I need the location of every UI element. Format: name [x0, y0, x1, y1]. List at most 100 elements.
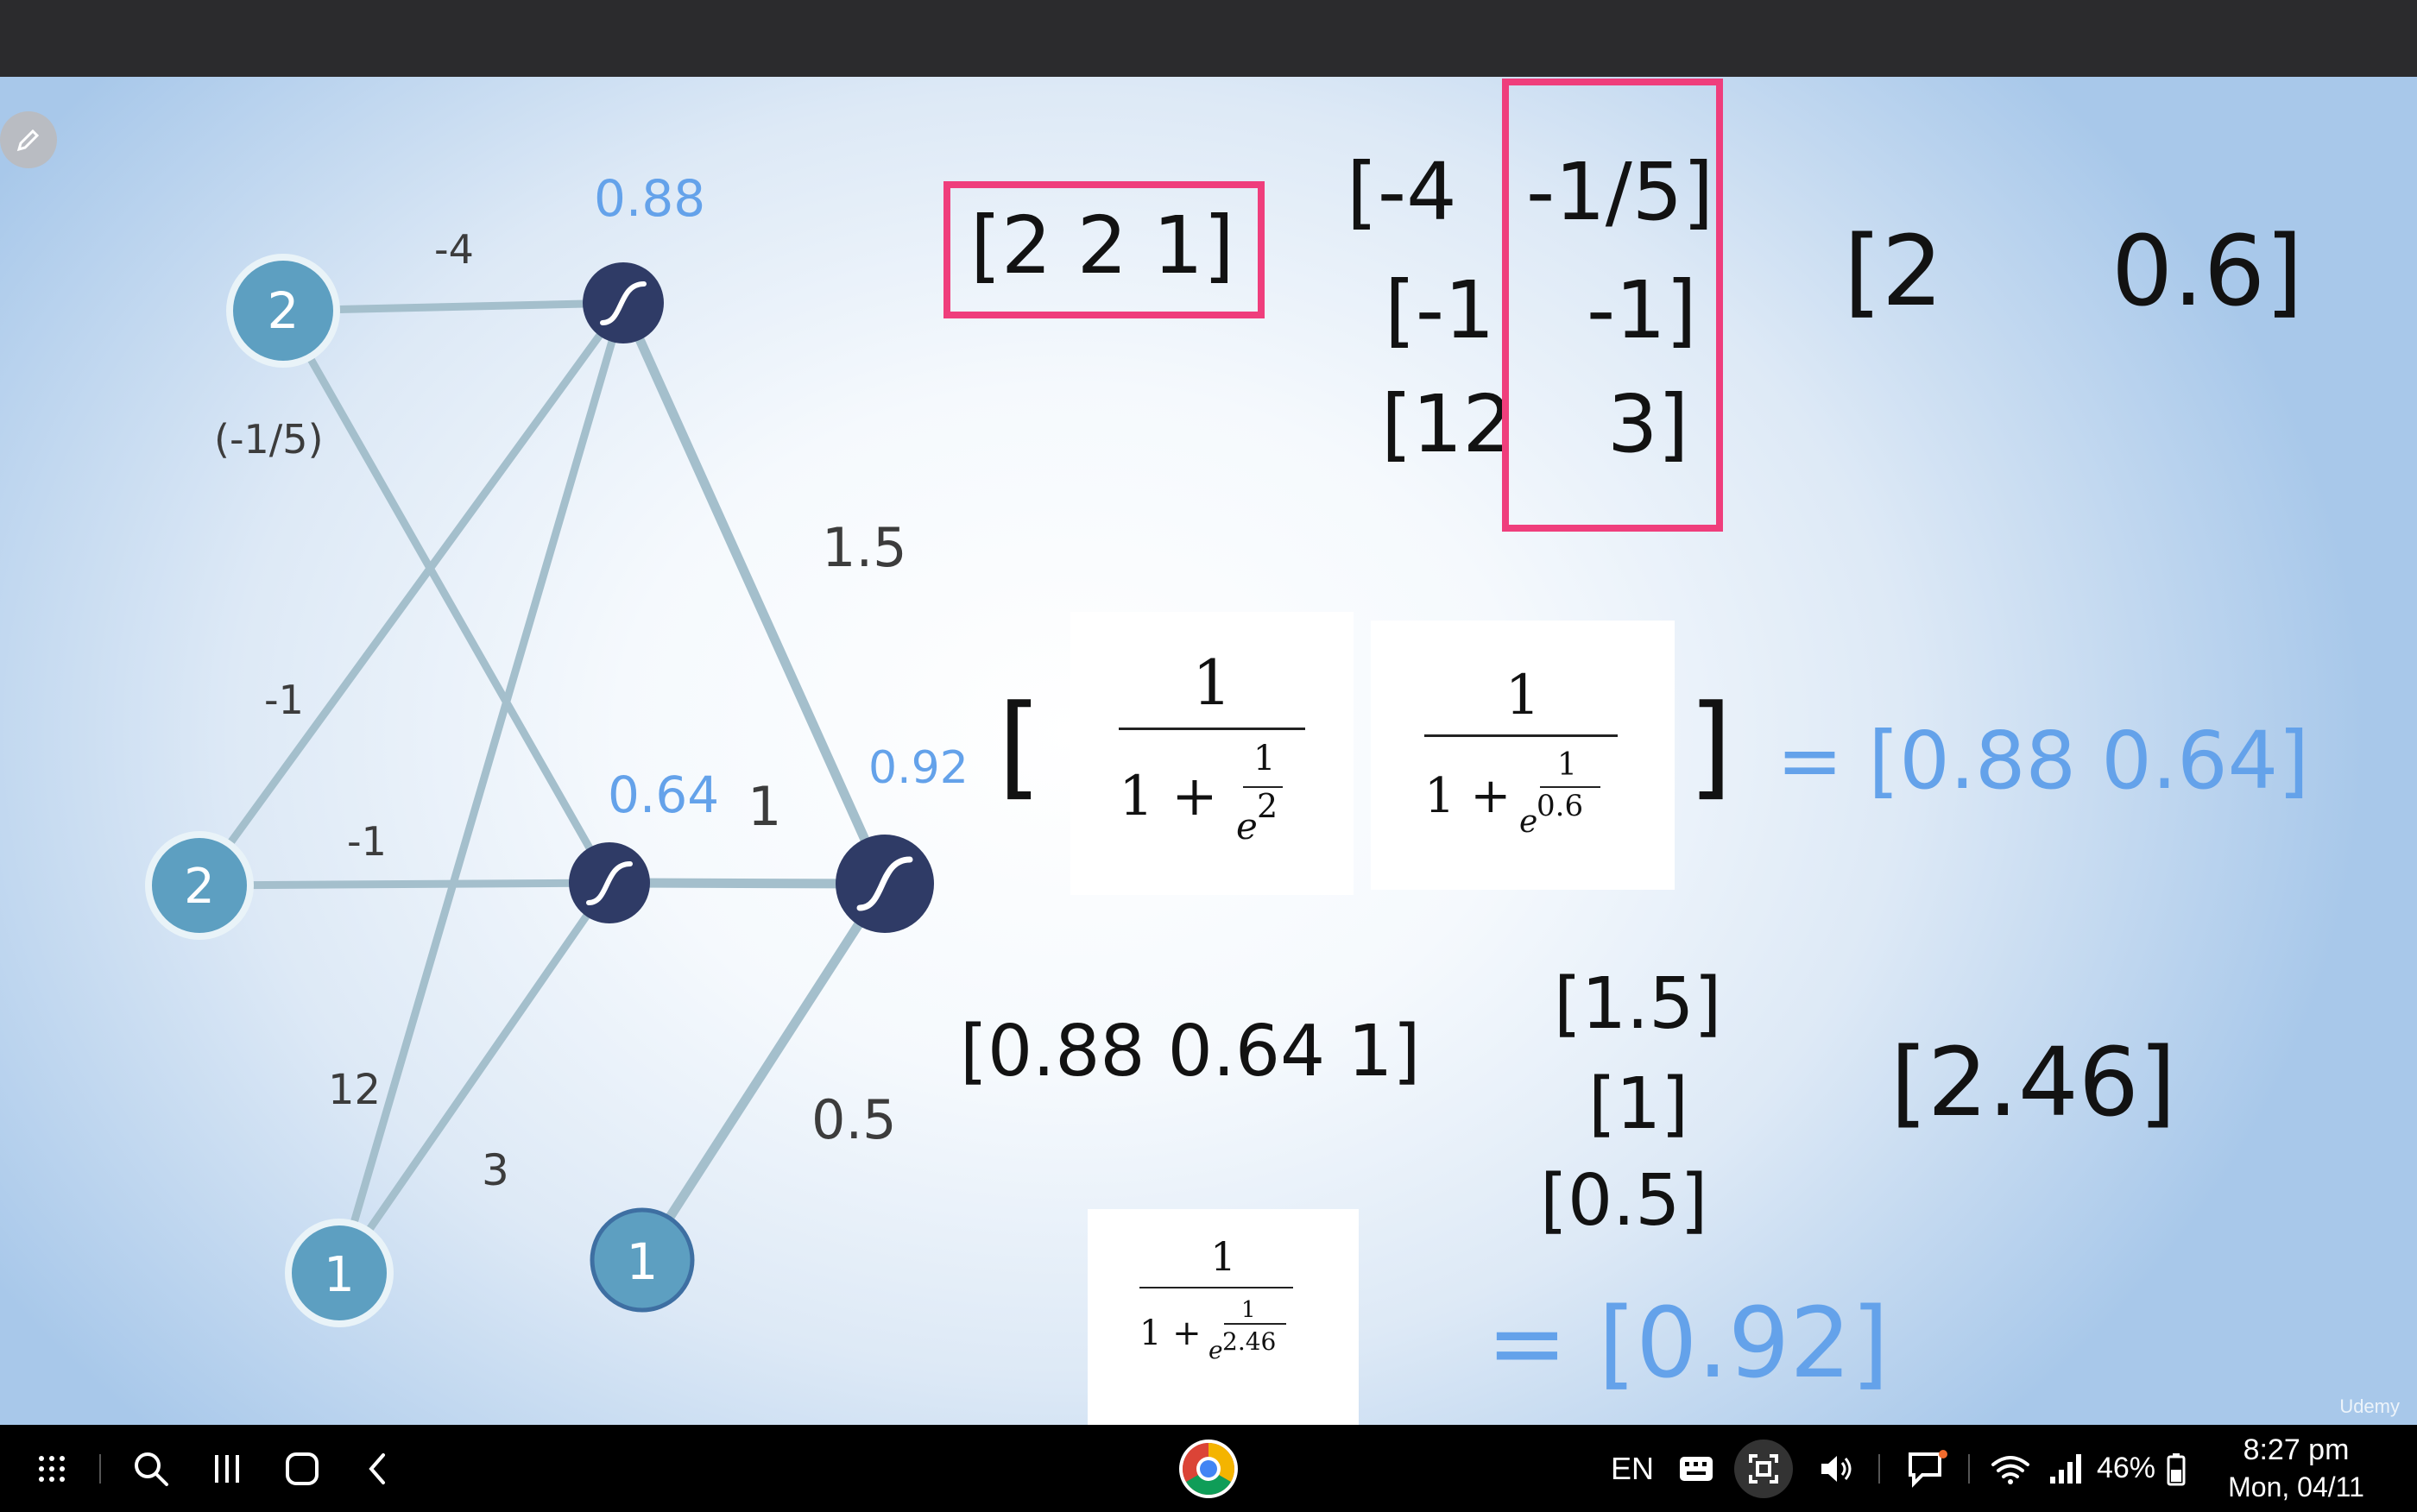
clock-time: 8:27 pm: [2243, 1433, 2350, 1466]
battery-status: [2163, 1425, 2189, 1512]
chat-bubble-icon: [1909, 1449, 1947, 1488]
divider: [1878, 1454, 1880, 1484]
output-node: [836, 835, 934, 933]
input-node-1-value: 2: [268, 281, 300, 340]
weight-label-w-f: 3: [482, 1145, 509, 1195]
weight-label-w-a: -4: [434, 226, 474, 273]
sigmoid-fraction-1: 1 1 + 1 e 2: [1070, 612, 1354, 895]
app-drawer-button[interactable]: [26, 1425, 78, 1512]
recent-apps-icon: [215, 1454, 239, 1483]
edge-h1-out: [618, 298, 890, 889]
messages-button[interactable]: [1901, 1425, 1953, 1512]
final-fraction-exponent: 2.46: [1222, 1327, 1277, 1356]
weight-matrix-row3-col1: [12: [1381, 378, 1513, 470]
output-weight-1: [1.5]: [1554, 963, 1722, 1045]
system-navigation-bar: EN: [0, 1425, 2417, 1512]
lecture-slide: 2 2 1 1 -4 (-1/5) -1 -1 12 3: [0, 77, 2417, 1425]
edit-pencil-button[interactable]: [0, 111, 57, 168]
edge-in2-h1: [195, 299, 628, 890]
sigmoid-close-bracket: ]: [1688, 680, 1732, 811]
fraction-1-bar: [1119, 728, 1305, 730]
home-button[interactable]: [276, 1425, 328, 1512]
edge-in2-h2: [195, 879, 614, 890]
clock-date: Mon, 04/11: [2228, 1471, 2364, 1503]
final-fraction-inner-num: 1: [1241, 1297, 1256, 1323]
input-node-bias: 1: [285, 1219, 394, 1327]
wifi-icon: [1991, 1455, 2029, 1484]
hidden-node-1: [583, 262, 664, 343]
cellular-signal-icon: [2050, 1453, 2081, 1484]
sigmoid-fraction-2: 1 1 + 1 e 0.6: [1371, 621, 1675, 890]
fraction-1-inner-num: 1: [1253, 739, 1276, 778]
volume-button[interactable]: [1811, 1425, 1863, 1512]
fraction-1-inner-den: e: [1236, 805, 1258, 847]
wifi-status: [1985, 1425, 2035, 1512]
weight-label-w-e: 12: [328, 1066, 382, 1114]
fraction-2-exponent: 0.6: [1537, 789, 1584, 823]
signal-status: [2046, 1425, 2086, 1512]
keyboard-button[interactable]: [1675, 1425, 1718, 1512]
weight-column-highlight: [1502, 79, 1723, 532]
weight-label-out-bias: 0.5: [811, 1088, 897, 1151]
weight-label-w-b: (-1/5): [214, 416, 324, 463]
back-button[interactable]: [352, 1425, 404, 1512]
edge-bias-out: [637, 879, 890, 1265]
final-fraction-den-prefix: 1 +: [1139, 1314, 1202, 1353]
chrome-app-button[interactable]: [1177, 1425, 1240, 1512]
edge-in3-h1: [335, 299, 628, 1277]
output-weight-3: [0.5]: [1540, 1160, 1708, 1242]
search-button[interactable]: [125, 1425, 177, 1512]
divider: [99, 1454, 101, 1484]
fraction-2-inner-num: 1: [1557, 747, 1577, 783]
recent-apps-button[interactable]: [201, 1425, 253, 1512]
final-fraction-inner-bar: [1224, 1323, 1286, 1325]
weight-label-w-d: -1: [347, 818, 387, 865]
weight-matrix-row1-col2: -1/5]: [1526, 146, 1714, 238]
language-indicator[interactable]: EN: [1610, 1450, 1654, 1486]
final-sigmoid-fraction: 1 1 + 1 e 2.46: [1088, 1209, 1359, 1425]
weight-label-out-mid: 1: [748, 775, 782, 838]
hidden-bias-node-value: 1: [627, 1232, 659, 1291]
sigmoid-result: = [0.88 0.64]: [1776, 715, 2310, 807]
hidden-result-right: 0.6]: [2111, 216, 2303, 328]
weight-matrix-row2-col2: -1]: [1587, 264, 1697, 356]
input-vector-highlight: [943, 181, 1265, 318]
fraction-1-inner-bar: [1243, 786, 1283, 788]
browser-top-bar: [0, 0, 2417, 77]
weight-label-out-top: 1.5: [822, 516, 907, 579]
udemy-watermark: Udemy: [2339, 1395, 2400, 1417]
input-node-1: 2: [226, 254, 340, 368]
fraction-2-numerator: 1: [1505, 664, 1541, 728]
search-icon: [135, 1452, 168, 1486]
sigmoid-icon: [600, 281, 647, 325]
weight-matrix-row3-col2: 3]: [1607, 378, 1689, 470]
neural-network-diagram: 2 2 1 1: [145, 254, 934, 1327]
back-icon: [369, 1452, 385, 1484]
weight-matrix-row2-col1: [-1: [1385, 264, 1495, 356]
output-weight-2: [1]: [1588, 1063, 1689, 1145]
final-fraction-numerator: 1: [1210, 1233, 1236, 1280]
battery-icon: [2167, 1452, 2186, 1485]
hidden-result-left: [2: [1844, 216, 1943, 328]
final-fraction-bar: [1139, 1287, 1293, 1288]
divider: [1968, 1454, 1970, 1484]
fraction-1-exponent: 2: [1257, 787, 1278, 825]
input-node-2: 2: [145, 831, 254, 940]
keyboard-icon: [1680, 1456, 1713, 1481]
sigmoid-icon: [856, 856, 913, 911]
output-sum: [2.46]: [1890, 1027, 2176, 1137]
edge-in3-h2: [335, 879, 614, 1277]
weight-label-w-c: -1: [264, 677, 304, 723]
screenshot-button[interactable]: [1732, 1425, 1795, 1512]
edge-in1-h2: [279, 306, 614, 887]
home-icon: [286, 1452, 319, 1485]
fraction-2-den-prefix: 1 +: [1424, 768, 1511, 824]
pencil-icon: [16, 129, 40, 152]
fraction-1-numerator: 1: [1192, 646, 1232, 719]
activation-out: 0.92: [868, 742, 969, 794]
chrome-icon: [1179, 1439, 1238, 1498]
input-node-2-value: 2: [184, 859, 215, 915]
battery-percentage: 46%: [2096, 1452, 2156, 1484]
hidden-node-2: [569, 842, 650, 923]
fraction-2-bar: [1424, 734, 1618, 737]
